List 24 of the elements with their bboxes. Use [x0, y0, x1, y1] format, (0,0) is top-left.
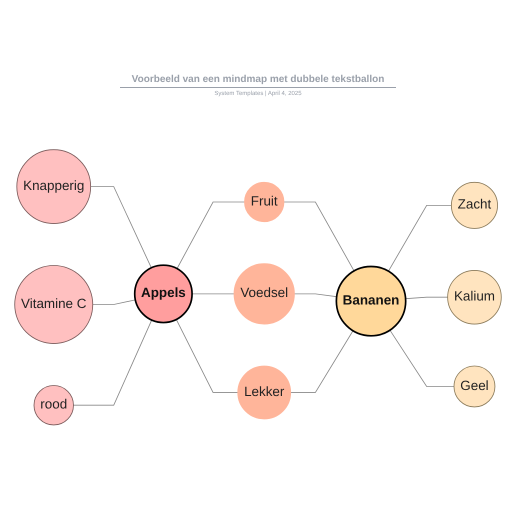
node-circle: Geel	[454, 365, 496, 408]
node-circle: Knapperig	[16, 148, 92, 224]
connector	[176, 318, 238, 393]
node-circle: Lekker	[237, 365, 292, 419]
node-circle: Vitamine C	[14, 264, 94, 344]
node-circle: Appels	[134, 264, 193, 324]
node-circle: Kalium	[447, 270, 502, 324]
node-circle: Bananen	[336, 265, 407, 336]
connector	[294, 293, 338, 297]
connector	[388, 204, 452, 272]
node-circle: rood	[34, 384, 74, 426]
connector	[176, 201, 245, 269]
connector	[192, 293, 234, 294]
connector	[405, 296, 448, 299]
connector	[390, 329, 454, 387]
connector	[284, 201, 354, 271]
connector	[90, 186, 152, 268]
title: Voorbeeld van een mindmap met dubbele tekstballon	[120, 74, 396, 88]
node-circle: Voedsel	[234, 262, 295, 324]
connector	[92, 299, 136, 305]
node-circle: Zacht	[450, 182, 498, 229]
connector	[290, 330, 354, 393]
connector	[73, 319, 152, 406]
node-circle: Fruit	[244, 182, 284, 222]
